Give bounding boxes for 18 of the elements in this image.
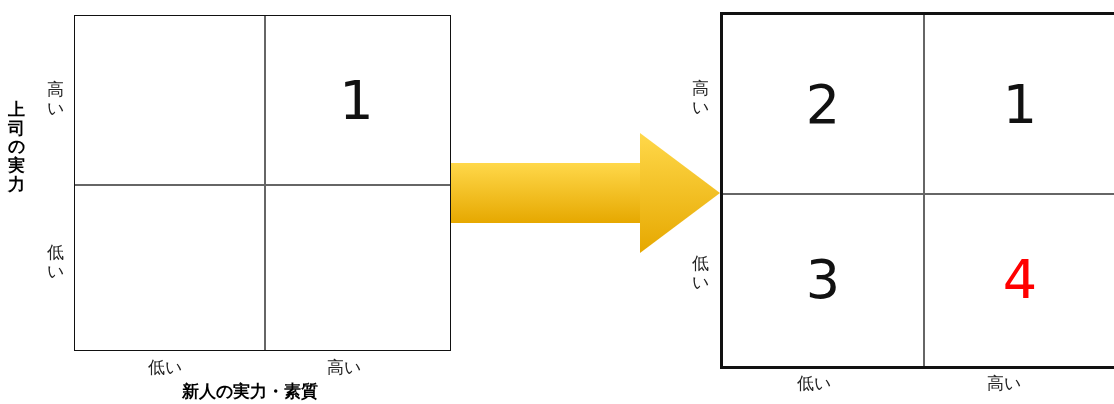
axis-label: 低い <box>47 243 65 281</box>
axis-title: 上司の実力 <box>8 100 26 194</box>
axis-title: 新人の実力・素質 <box>182 380 318 403</box>
matrix-grid <box>720 12 1114 369</box>
axis-label: 低い <box>148 356 182 379</box>
axis-label: 高い <box>47 80 65 118</box>
quadrant-cell: 2 <box>725 17 921 191</box>
axis-label: 高い <box>327 356 361 379</box>
quadrant-cell: 3 <box>725 195 921 364</box>
axis-label: 高い <box>692 79 710 117</box>
axis-label: 低い <box>797 372 831 395</box>
quadrant-cell: 1 <box>925 17 1114 191</box>
axis-label: 低い <box>692 254 710 292</box>
block-arrow <box>451 133 720 253</box>
quadrant-cell: 1 <box>266 18 447 182</box>
quadrant-cell: 4 <box>925 195 1114 364</box>
matrix-grid <box>74 15 451 351</box>
axis-label: 高い <box>987 372 1021 395</box>
